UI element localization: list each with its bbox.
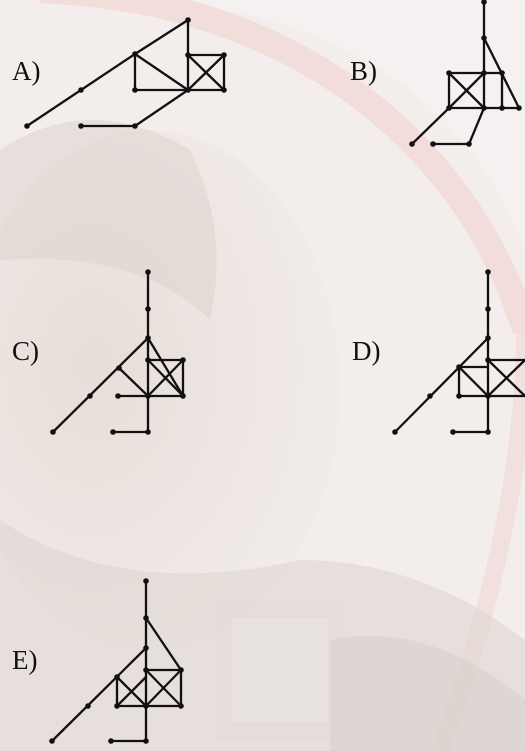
figure-edge: [146, 618, 181, 670]
figure-vertex: [143, 578, 149, 584]
figure-vertex: [178, 667, 184, 673]
figure-vertex: [85, 703, 91, 709]
figure-vertex: [114, 674, 120, 680]
figure-vertex: [143, 645, 149, 651]
figure-vertex: [114, 703, 120, 709]
figure-vertex: [108, 738, 114, 744]
figure-vertex: [143, 703, 149, 709]
figure-vertex: [143, 738, 149, 744]
figure-vertex: [143, 615, 149, 621]
figure-vertex: [143, 667, 149, 673]
figure-vertex: [49, 738, 55, 744]
figure-vertex: [178, 703, 184, 709]
figure-edge: [52, 648, 146, 741]
